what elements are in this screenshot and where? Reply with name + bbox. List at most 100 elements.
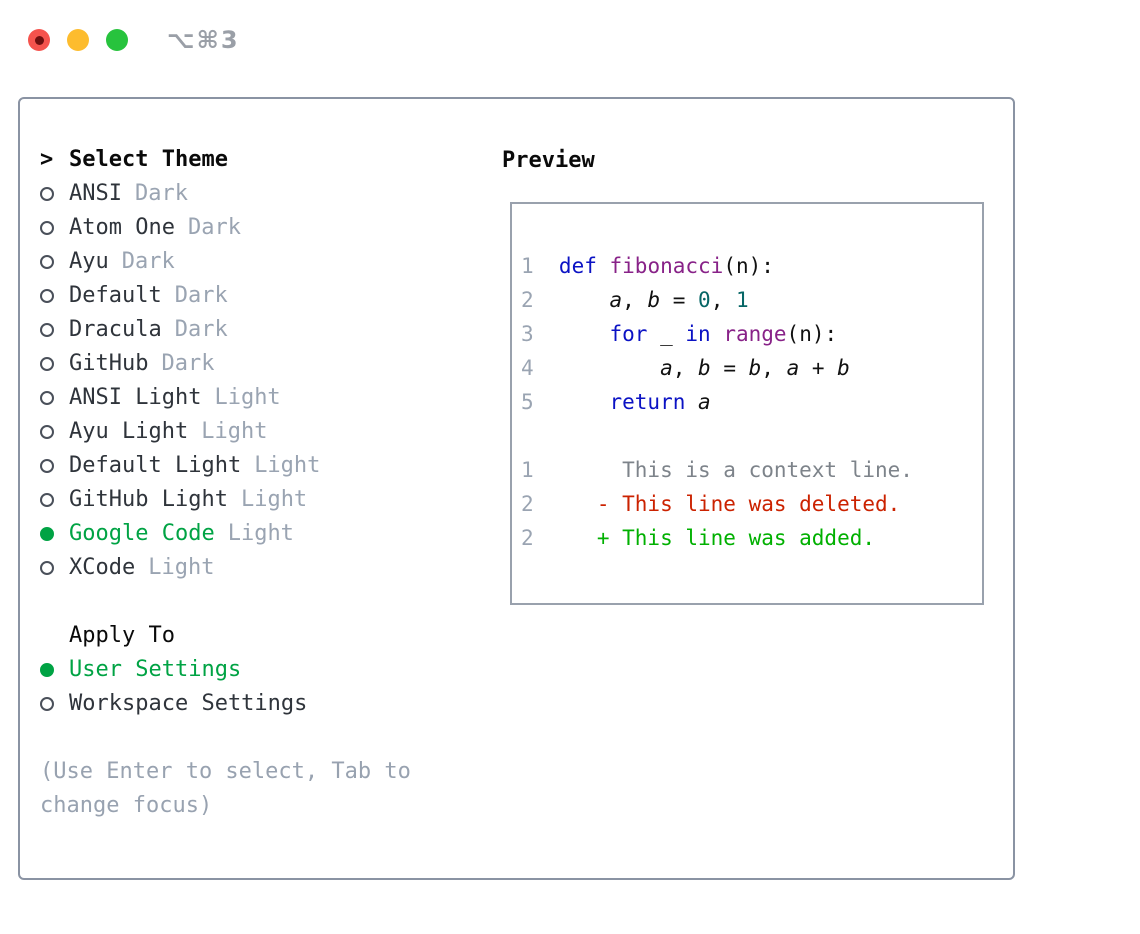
radio-icon [40,459,54,473]
line-number: 4 [521,356,534,380]
diff-line-deleted: 2 - This line was deleted. [521,487,972,521]
theme-option-github[interactable]: GitHub Dark [40,347,490,381]
code-token [559,385,610,419]
code-token: a [609,288,623,312]
code-token: , [672,356,699,380]
spacer [40,721,490,755]
code-token: 0 [698,288,711,312]
code-token [559,351,660,385]
code-token: = [660,288,699,312]
theme-name: Default Light [69,453,242,478]
titlebar: ⌥⌘3 [28,26,240,54]
diff-text: + This line was added. [558,526,875,550]
zoom-button[interactable] [106,29,128,51]
spacer [521,419,972,453]
code-token: fibonacci [609,254,724,278]
radio-icon [40,221,54,235]
code-token: , [622,288,648,312]
code-token: b [647,288,661,312]
theme-variant: Dark [161,351,215,376]
radio-icon [40,561,54,575]
line-number: 5 [521,390,534,414]
close-button[interactable] [28,29,50,51]
theme-variant: Dark [134,181,188,206]
code-token [559,283,610,317]
radio-icon [40,357,54,371]
code-line: 2 a, b = 0, 1 [521,283,972,317]
selection-arrow-icon: > [40,147,54,172]
theme-variant: Light [214,385,281,410]
theme-option-ayu-light[interactable]: Ayu Light Light [40,415,490,449]
theme-name: Default [69,283,162,308]
theme-name: Atom One [69,215,175,240]
code-line: 4 a, b = b, a + b [521,351,972,385]
line-number: 2 [521,526,534,550]
theme-option-xcode[interactable]: XCode Light [40,551,490,585]
code-token: for [609,322,648,346]
theme-name: Ayu Light [69,419,189,444]
radio-icon [40,289,54,303]
line-number: 2 [521,288,534,312]
hint-text: (Use Enter to select, Tab to change focu… [40,759,411,818]
apply-option-user-settings[interactable]: User Settings [40,653,490,687]
radio-icon [40,391,54,405]
theme-variant: Light [201,419,268,444]
theme-name: GitHub Light [69,487,228,512]
code-line: 5 return a [521,385,972,419]
theme-name: GitHub [69,351,149,376]
radio-icon [40,493,54,507]
theme-option-dracula[interactable]: Dracula Dark [40,313,490,347]
theme-variant: Light [240,487,308,512]
code-token: b [698,356,711,380]
code-token: (n): [786,322,838,346]
theme-variant: Light [227,521,294,546]
radio-icon [40,255,54,269]
theme-variant: Dark [174,317,228,342]
theme-variant: Dark [187,215,241,240]
code-token: range [723,322,787,346]
code-token: a [660,356,673,380]
code-token [559,317,610,351]
code-token: + [799,356,838,380]
code-token: b [837,356,850,380]
theme-option-ansi[interactable]: ANSI Dark [40,177,490,211]
theme-list-header: > Select Theme [40,143,490,177]
code-token: a [698,390,711,414]
line-number: 1 [521,254,534,278]
theme-name: XCode [69,555,136,580]
radio-selected-icon [40,663,54,677]
code-token: = [710,356,749,380]
radio-icon [40,187,54,201]
radio-icon [40,323,54,337]
minimize-button[interactable] [67,29,89,51]
theme-option-atom-one[interactable]: Atom One Dark [40,211,490,245]
theme-option-github-light[interactable]: GitHub Light Light [40,483,490,517]
window-shortcut-label: ⌥⌘3 [167,26,240,54]
apply-to-header: Apply To [40,619,490,653]
radio-icon [40,425,54,439]
apply-option-workspace-settings[interactable]: Workspace Settings [40,687,490,721]
code-token [711,317,724,351]
diff-text: - This line was deleted. [558,492,901,516]
code-token: , [761,356,787,380]
theme-name: ANSI [69,181,122,206]
diff-preview: 1 This is a context line.2 - This line w… [521,453,972,555]
theme-variant: Light [148,555,215,580]
spacer [40,585,490,619]
code-token: return [609,390,686,414]
theme-list-title: Select Theme [69,147,228,172]
close-dot-icon [34,35,44,45]
theme-name: Dracula [69,317,162,342]
